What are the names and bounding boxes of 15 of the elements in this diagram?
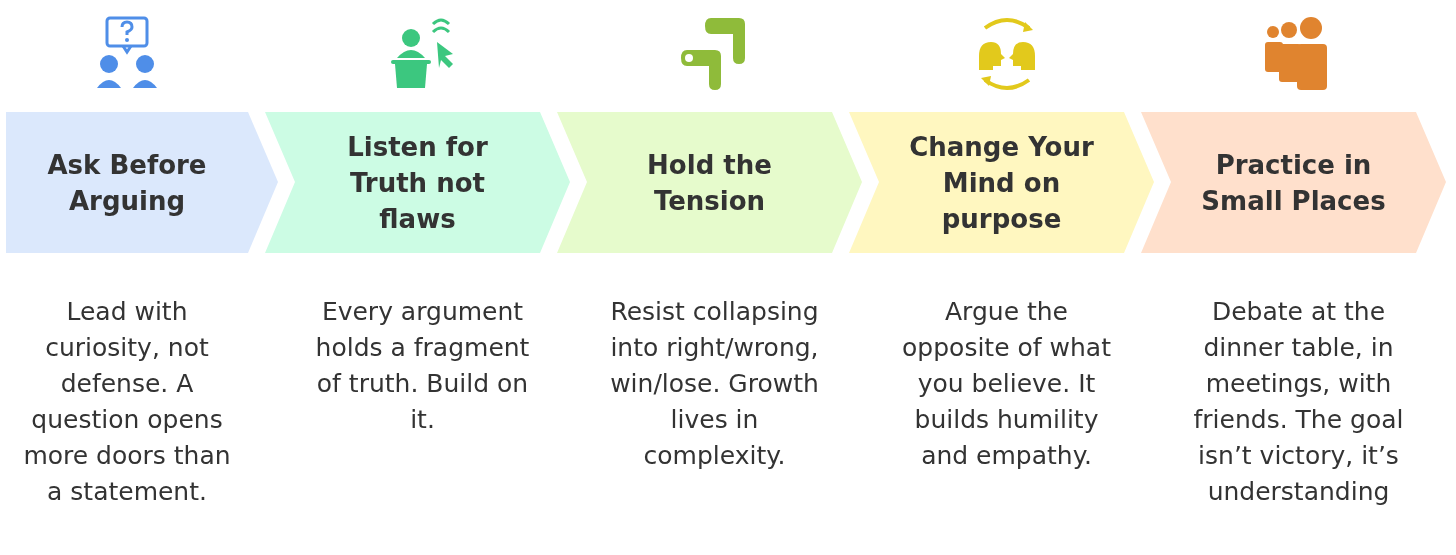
chevron-step (557, 112, 862, 253)
step-description: Resist collapsing into right/wrong, win/lose. Growth lives in complexity. (609, 296, 820, 472)
chevron-step (1141, 112, 1446, 253)
step-title: Listen for Truth not flaws (346, 130, 489, 236)
step-description: Every argument holds a fragment of truth. Build on it. (314, 296, 531, 436)
step-description: Debate at the dinner table, in meetings, with friends. The goal isn’t victory, it’s understanding (1192, 296, 1405, 508)
chevron-step (849, 112, 1154, 253)
step-title: Practice in Small Places (1200, 148, 1387, 218)
chevron-step (6, 112, 278, 253)
step-title: Ask Before Arguing (46, 148, 208, 218)
step-description: Lead with curiosity, not defense. A question opens more doors than a statement. (22, 296, 232, 508)
step-title: Change Your Mind on purpose (908, 130, 1095, 236)
chevron-step (265, 112, 570, 253)
step-title: Hold the Tension (646, 148, 773, 218)
step-description: Argue the opposite of what you believe. It builds humility and empathy. (901, 296, 1112, 472)
